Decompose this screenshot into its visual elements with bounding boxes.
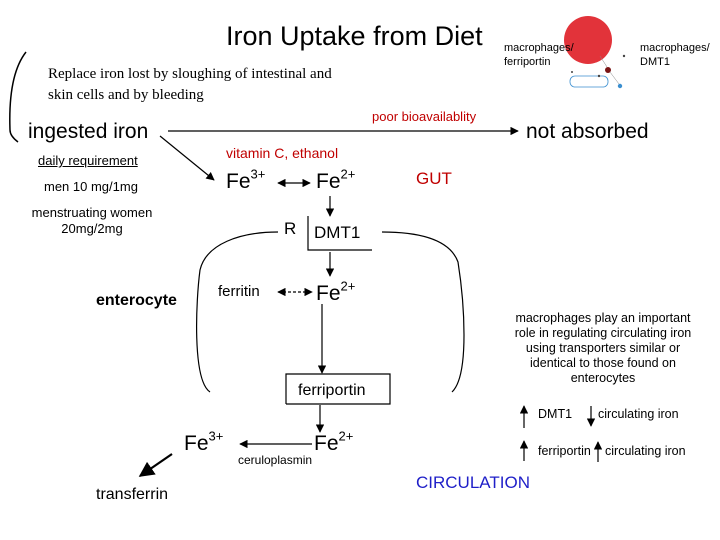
fe3-gut: Fe3+ [226, 166, 266, 193]
macrophages-ferriportin-line2: ferriportin [504, 56, 551, 68]
enterocyte-outline [195, 231, 465, 393]
circulation-label: CIRCULATION [416, 473, 530, 492]
macrophages-ferriportin-line1: macrophages/ [504, 42, 574, 54]
ferriportin-label: ferriportin [298, 382, 366, 399]
vitamin-c-label: vitamin C, ethanol [226, 145, 339, 161]
not-absorbed-label: not absorbed [526, 120, 649, 143]
dmt1-box [307, 216, 372, 251]
macrophage-note-line3: using transporters similar or [525, 341, 681, 355]
ceruloplasmin-label: ceruloplasmin [238, 453, 313, 467]
macrophages-dmt1-line2: DMT1 [640, 56, 670, 68]
ferriportin-box [285, 373, 391, 405]
gut-label: GUT [416, 169, 452, 188]
left-bracket [9, 51, 27, 143]
ingested-iron-label: ingested iron [28, 120, 149, 143]
receptor-r-label: R [284, 219, 297, 238]
daily-requirement-label: daily requirement [38, 153, 138, 168]
women-requirement-line1: menstruating women [31, 205, 153, 220]
transferrin-label: transferrin [96, 486, 169, 503]
men-requirement-label: men 10 mg/1mg [44, 179, 138, 194]
legend-dmt1-effect: circulating iron [598, 407, 679, 421]
page-title: Iron Uptake from Diet [226, 21, 483, 51]
fe3-circulation: Fe3+ [184, 428, 224, 455]
fe2-gut: Fe2+ [316, 166, 356, 193]
replace-note-line1: Replace iron lost by sloughing of intest… [48, 66, 332, 82]
legend-dmt1-label: DMT1 [538, 407, 573, 421]
macrophage-note-line2: role in regulating circulating iron [514, 326, 692, 340]
macrophage-note-line4: identical to those found on [530, 356, 676, 370]
replace-note-line2: skin cells and by bleeding [48, 87, 204, 103]
macrophages-dmt1-line1: macrophages/ [640, 42, 710, 54]
macrophage-note-line1: macrophages play an important [515, 311, 691, 325]
arrow-ingested-to-fe3 [159, 135, 215, 181]
fe2-circulation: Fe2+ [314, 428, 354, 455]
legend-ferriportin-effect: circulating iron [605, 444, 686, 458]
arrow-fe3-to-transferrin [138, 453, 173, 477]
dmt1-label: DMT1 [314, 223, 361, 242]
legend-ferriportin-label: ferriportin [538, 444, 591, 458]
macrophage-note-line5: enterocytes [570, 371, 636, 385]
ferritin-label: ferritin [218, 283, 260, 300]
poor-bioavailability-label: poor bioavailablity [372, 109, 477, 124]
women-requirement-line2: 20mg/2mg [61, 221, 123, 236]
enterocyte-label: enterocyte [96, 292, 177, 309]
fe2-enterocyte: Fe2+ [316, 278, 356, 305]
macrophage-thumbnail [564, 16, 626, 89]
